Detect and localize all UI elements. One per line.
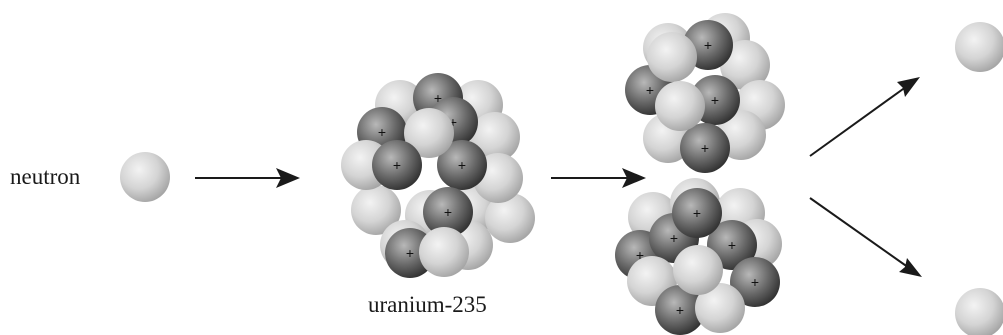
neutron-sphere: [655, 81, 705, 131]
arrow-lower-neutron-head: [899, 258, 922, 277]
incoming-neutron: [120, 152, 170, 202]
neutron: [351, 185, 401, 235]
proton-plus-sign: +: [693, 205, 701, 221]
proton-plus-sign: +: [378, 124, 386, 140]
proton: +: [730, 257, 780, 307]
arrow-upper-neutron: [809, 83, 911, 157]
proton: +: [680, 123, 730, 173]
proton-plus-sign: +: [458, 157, 466, 173]
proton-plus-sign: +: [751, 274, 759, 290]
neutron-sphere: [351, 185, 401, 235]
proton-sphere: [680, 123, 730, 173]
neutron-sphere: [470, 112, 520, 162]
proton-plus-sign: +: [701, 140, 709, 156]
proton-plus-sign: +: [704, 37, 712, 53]
neutron-particle: [120, 152, 170, 202]
arrow-nucleus-to-fragments-head: [622, 168, 646, 188]
proton-sphere: [372, 140, 422, 190]
proton: +: [423, 187, 473, 237]
neutron-sphere: [419, 227, 469, 277]
neutron-sphere: [720, 40, 770, 90]
proton: +: [372, 140, 422, 190]
proton: +: [437, 140, 487, 190]
proton-plus-sign: +: [636, 247, 644, 263]
released-neutron-upper: [955, 22, 1003, 72]
neutron: [655, 81, 705, 131]
reaction-arrows: [195, 77, 922, 277]
neutron: [695, 283, 745, 333]
proton-sphere: [655, 285, 705, 335]
proton-sphere: [437, 140, 487, 190]
neutron: [419, 227, 469, 277]
arrow-lower-neutron: [809, 197, 913, 271]
proton-sphere: [672, 188, 722, 238]
uranium-label: uranium-235: [368, 292, 487, 317]
arrow-neutron-to-nucleus-head: [276, 168, 300, 188]
neutron-sphere: [485, 193, 535, 243]
neutron-sphere: [673, 245, 723, 295]
neutron: [485, 193, 535, 243]
neutron: [470, 112, 520, 162]
neutron: [673, 245, 723, 295]
released-neutrons: [955, 22, 1003, 335]
arrow-upper-neutron-head: [897, 77, 920, 97]
proton: +: [672, 188, 722, 238]
proton-plus-sign: +: [728, 237, 736, 253]
proton-plus-sign: +: [406, 245, 414, 261]
proton-plus-sign: +: [711, 92, 719, 108]
proton-plus-sign: +: [670, 230, 678, 246]
neutron-label: neutron: [10, 164, 81, 189]
neutron-sphere: [695, 283, 745, 333]
neutron: [647, 32, 697, 82]
proton-plus-sign: +: [646, 82, 654, 98]
proton-plus-sign: +: [444, 204, 452, 220]
neutron: [404, 108, 454, 158]
neutron-sphere: [404, 108, 454, 158]
proton: +: [655, 285, 705, 335]
proton-plus-sign: +: [449, 114, 457, 130]
proton-sphere: [423, 187, 473, 237]
proton-sphere: [730, 257, 780, 307]
neutron: [720, 40, 770, 90]
fission-fragment-lower: + + + + + +: [615, 178, 782, 335]
uranium-235-nucleus: + + + + + + +: [341, 73, 535, 278]
fission-fragment-upper: + + + +: [625, 13, 785, 173]
proton-plus-sign: +: [676, 302, 684, 318]
proton-plus-sign: +: [393, 157, 401, 173]
released-neutron-lower: [955, 288, 1003, 335]
proton-plus-sign: +: [434, 90, 442, 106]
neutron-sphere: [647, 32, 697, 82]
